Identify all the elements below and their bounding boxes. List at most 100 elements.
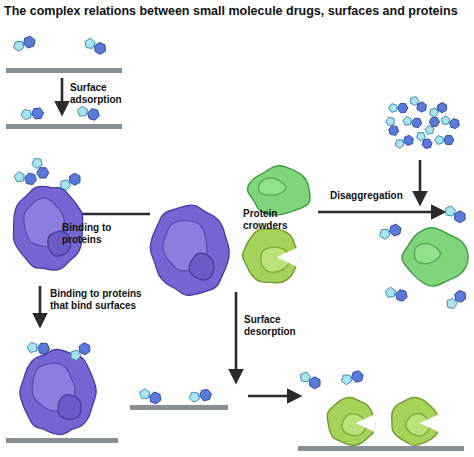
- hexagon-ring: [25, 173, 37, 184]
- drug-molecule: [430, 103, 447, 117]
- drug-molecule: [411, 97, 427, 112]
- drug-molecule: [380, 224, 401, 239]
- drug-molecule: [447, 291, 466, 309]
- pentagon-ring: [71, 350, 81, 360]
- drug-molecule: [441, 116, 459, 129]
- drug-molecule: [32, 159, 49, 179]
- hexagon-ring: [450, 119, 460, 129]
- drug-molecule: [389, 104, 408, 113]
- hexagon-ring: [412, 118, 422, 128]
- drug-molecule: [417, 133, 432, 149]
- figure-title: The complex relations between small mole…: [4, 4, 458, 18]
- surface-bar: [298, 446, 464, 451]
- pentagon-ring: [441, 116, 450, 124]
- lime-protein: [392, 397, 439, 445]
- hexagon-ring: [79, 343, 90, 355]
- pentagon-ring: [85, 38, 95, 48]
- drug-molecule: [386, 117, 399, 135]
- hexagon-ring: [24, 36, 35, 48]
- hexagon-ring: [352, 371, 364, 383]
- green-protein: [248, 166, 311, 215]
- drug-molecule: [189, 389, 211, 402]
- pentagon-ring: [385, 287, 395, 297]
- drug-molecule: [403, 117, 422, 128]
- pentagon-ring: [386, 117, 394, 126]
- hexagon-ring: [417, 102, 427, 112]
- hexagon-ring: [389, 126, 399, 136]
- process-arrow: [248, 395, 296, 398]
- drug-molecule: [21, 108, 44, 120]
- purple-protein-detail: [58, 395, 81, 420]
- pentagon-ring: [341, 375, 351, 385]
- hexagon-ring: [310, 377, 320, 389]
- pentagon-ring: [446, 206, 456, 216]
- process-arrow: [235, 292, 238, 378]
- pentagon-ring: [32, 159, 42, 169]
- lime-protein: [327, 397, 374, 445]
- purple-protein: [150, 205, 229, 295]
- pentagon-ring: [447, 298, 457, 308]
- hexagon-ring: [38, 343, 50, 354]
- process-label: Binding to proteins: [62, 222, 126, 246]
- pentagon-ring: [14, 41, 24, 51]
- pentagon-ring: [380, 229, 390, 239]
- green-protein: [402, 228, 468, 286]
- pentagon-ring: [27, 342, 37, 352]
- process-label: Disaggregation: [330, 190, 420, 202]
- hexagon-ring: [404, 135, 414, 145]
- green-protein-detail: [258, 178, 285, 195]
- hexagon-ring: [150, 392, 161, 404]
- lime-protein-cleft: [420, 414, 440, 432]
- process-arrow: [419, 160, 422, 200]
- drug-molecule: [446, 206, 466, 223]
- pentagon-ring: [189, 392, 199, 402]
- hexagon-ring: [390, 224, 401, 236]
- drug-molecule: [425, 118, 439, 135]
- drug-molecule: [140, 389, 161, 404]
- hexagon-ring: [37, 168, 49, 178]
- pentagon-ring: [14, 172, 24, 182]
- drug-molecule: [77, 106, 99, 120]
- hexagon-ring: [88, 109, 100, 121]
- lime-protein-cleft: [356, 414, 376, 432]
- pentagon-ring: [417, 133, 426, 141]
- drug-molecule: [385, 287, 407, 301]
- drug-molecule: [85, 38, 106, 54]
- drug-molecule: [14, 172, 36, 185]
- pentagon-ring: [301, 372, 311, 382]
- lime-protein: [243, 229, 299, 283]
- pentagon-ring: [140, 389, 150, 399]
- drug-molecule: [14, 36, 35, 51]
- purple-protein: [20, 349, 96, 434]
- hexagon-ring: [32, 108, 44, 119]
- hexagon-ring: [200, 389, 212, 400]
- drug-molecule: [301, 372, 321, 389]
- hexagon-ring: [444, 136, 454, 145]
- process-arrow: [61, 78, 64, 110]
- pentagon-ring: [425, 126, 434, 135]
- pentagon-ring: [403, 117, 412, 126]
- hexagon-ring: [429, 118, 439, 127]
- process-arrow: [318, 211, 440, 214]
- process-label: Binding to proteins that bind surfaces: [50, 288, 142, 312]
- drug-molecule: [341, 371, 363, 385]
- drug-molecule: [435, 136, 454, 145]
- surface-bar: [130, 405, 228, 410]
- hexagon-ring: [398, 104, 408, 113]
- process-arrow: [39, 286, 42, 322]
- hexagon-ring: [396, 290, 408, 302]
- pentagon-ring: [435, 136, 443, 145]
- hexagon-ring: [455, 291, 466, 303]
- pentagon-ring: [389, 104, 397, 113]
- process-label: Surface desorption: [244, 314, 310, 338]
- pentagon-ring: [77, 106, 87, 116]
- pentagon-ring: [411, 97, 419, 106]
- surface-bar: [6, 438, 118, 443]
- hexagon-ring: [70, 173, 80, 185]
- surface-bar: [6, 68, 122, 73]
- pentagon-ring: [395, 140, 404, 148]
- hexagon-ring: [95, 42, 106, 54]
- drug-molecule: [27, 342, 50, 354]
- hexagon-ring: [438, 103, 447, 113]
